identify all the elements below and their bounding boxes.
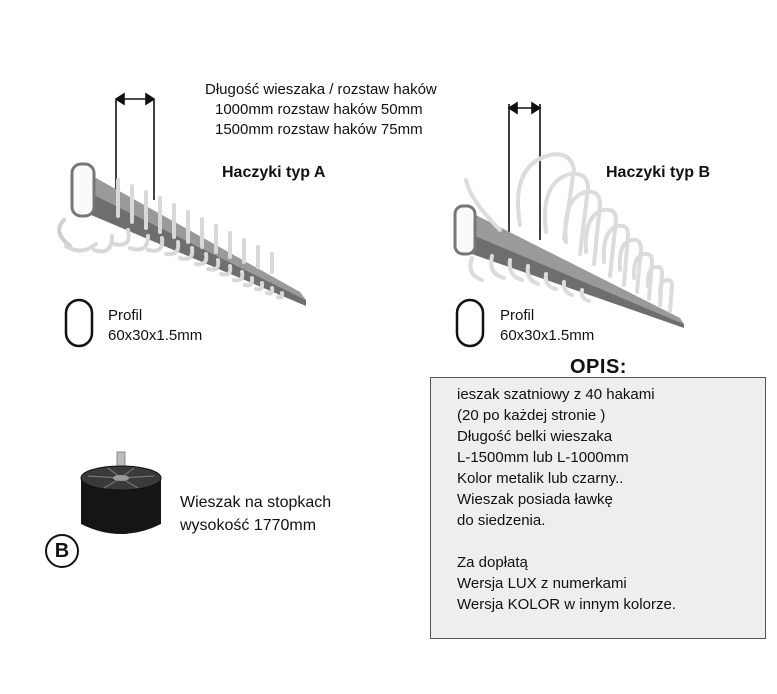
profile-label-b-size: 60x30x1.5mm	[500, 327, 595, 344]
foot-illustration	[80, 451, 162, 534]
feet-line-1: Wieszak na stopkach	[180, 494, 332, 511]
spacing-dimension-a	[114, 92, 156, 200]
profile-label-b-title: Profil	[500, 307, 535, 324]
spacing-dimension-b	[507, 101, 542, 240]
profile-oval-b	[455, 298, 485, 348]
opis-line: do siedzenia.	[457, 512, 546, 529]
profile-label-a-size: 60x30x1.5mm	[108, 327, 203, 344]
variant-b-badge: B	[45, 534, 79, 568]
profile-oval-a	[64, 298, 94, 348]
opis-line: Za dopłatą	[457, 554, 528, 571]
beam-a	[70, 162, 306, 306]
spec-line-1000: 1000mm rozstaw haków 50mm	[215, 101, 423, 118]
opis-line: Długość belki wieszaka	[457, 428, 613, 445]
opis-line: ieszak szatniowy z 40 hakami	[457, 386, 655, 403]
opis-title: OPIS:	[570, 356, 627, 378]
feet-description: Wieszak na stopkach wysokość 1770mm	[180, 491, 331, 537]
opis-description-box: ieszak szatniowy z 40 hakami (20 po każd…	[430, 377, 766, 639]
profile-label-a-title: Profil	[108, 307, 143, 324]
opis-line	[457, 531, 765, 552]
opis-line: Wersja LUX z numerkami	[457, 575, 627, 592]
opis-line: Wieszak posiada ławkę	[457, 491, 613, 508]
profile-label-b: Profil 60x30x1.5mm	[500, 306, 594, 346]
profile-label-a: Profil 60x30x1.5mm	[108, 306, 202, 346]
opis-line: Wersja KOLOR w innym kolorze.	[457, 596, 676, 613]
opis-line: L-1500mm lub L-1000mm	[457, 449, 629, 466]
opis-line: Kolor metalik lub czarny..	[457, 470, 624, 487]
rack-a-title: Haczyki typ A	[222, 164, 326, 181]
rack-b-title: Haczyki typ B	[606, 164, 711, 181]
hooks-a	[57, 178, 285, 300]
opis-line: (20 po każdej stronie )	[457, 407, 606, 424]
spec-line-1500: 1500mm rozstaw haków 75mm	[215, 121, 423, 138]
feet-line-2: wysokość 1770mm	[180, 517, 317, 534]
spec-line-length: Długość wieszaka / rozstaw haków	[205, 81, 437, 98]
spacing-spec: Długość wieszaka / rozstaw haków 1000mm …	[205, 80, 437, 140]
